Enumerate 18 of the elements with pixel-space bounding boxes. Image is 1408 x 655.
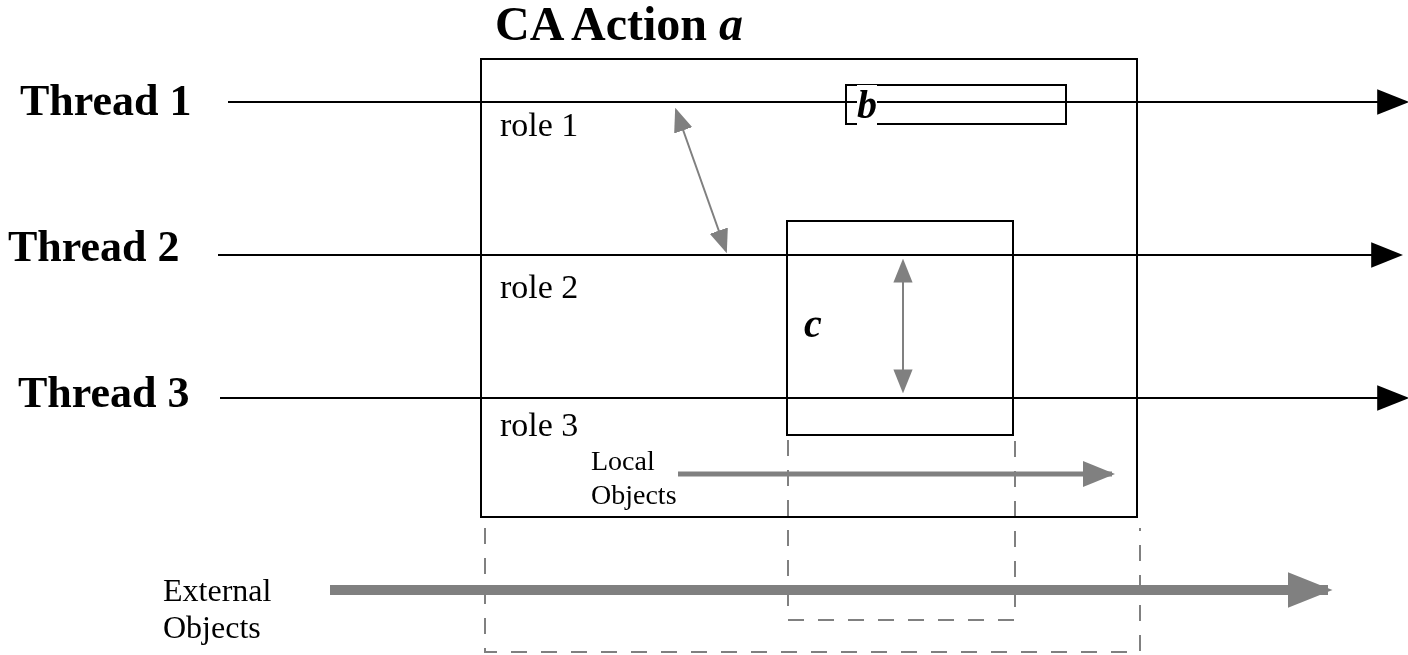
nested-action-box <box>845 84 1067 125</box>
box-label: b <box>857 85 877 125</box>
arrow <box>217 242 1404 268</box>
role-label: role 1 <box>500 108 590 142</box>
thread-label: Thread 3 <box>18 371 208 417</box>
thread-label: Thread 1 <box>20 79 208 125</box>
role-label: role 2 <box>500 270 590 304</box>
box-title: CA Action a <box>495 0 743 48</box>
nested-action-box <box>786 220 1014 436</box>
object-label: External Objects <box>163 572 293 648</box>
object-label: Local Objects <box>591 444 675 512</box>
box-label: c <box>804 304 822 344</box>
arrow <box>678 461 1116 487</box>
role-label: role 3 <box>500 408 590 442</box>
arrow <box>330 572 1333 608</box>
arrow <box>219 385 1408 411</box>
thread-label: Thread 2 <box>8 225 198 271</box>
arrow <box>227 89 1408 115</box>
